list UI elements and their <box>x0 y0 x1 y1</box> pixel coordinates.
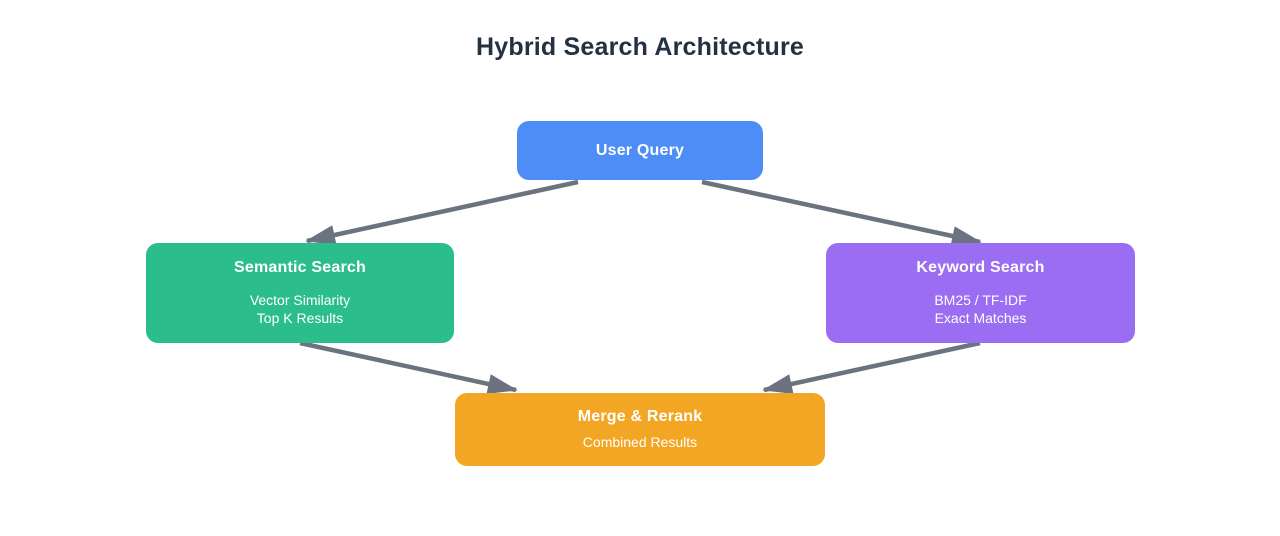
node-semantic-search-subline1: Vector Similarity <box>249 292 351 308</box>
node-semantic-search: Semantic Search Vector Similarity Top K … <box>146 243 454 343</box>
arrow-keyword-to-merge <box>762 340 981 394</box>
diagram-title: Hybrid Search Architecture <box>476 33 804 61</box>
arrow-userquery-to-semantic <box>305 179 579 245</box>
node-semantic-search-label: Semantic Search <box>234 259 366 276</box>
arrow-semantic-to-merge <box>299 340 518 394</box>
node-keyword-search: Keyword Search BM25 / TF-IDF Exact Match… <box>826 243 1135 343</box>
node-user-query: User Query <box>517 121 763 180</box>
arrow-userquery-to-keyword <box>701 179 982 246</box>
node-merge-rerank: Merge & Rerank Combined Results <box>455 393 825 466</box>
node-semantic-search-sublabel: Vector Similarity Top K Results <box>250 291 350 327</box>
node-merge-rerank-label: Merge & Rerank <box>577 408 703 425</box>
node-keyword-search-subline2: Exact Matches <box>934 310 1027 326</box>
node-keyword-search-sublabel: BM25 / TF-IDF Exact Matches <box>934 291 1026 327</box>
node-keyword-search-label: Keyword Search <box>916 259 1045 276</box>
node-keyword-search-subline1: BM25 / TF-IDF <box>934 292 1027 308</box>
node-user-query-label: User Query <box>595 141 685 159</box>
node-semantic-search-subline2: Top K Results <box>256 310 344 326</box>
node-merge-rerank-sublabel: Combined Results <box>582 434 698 450</box>
